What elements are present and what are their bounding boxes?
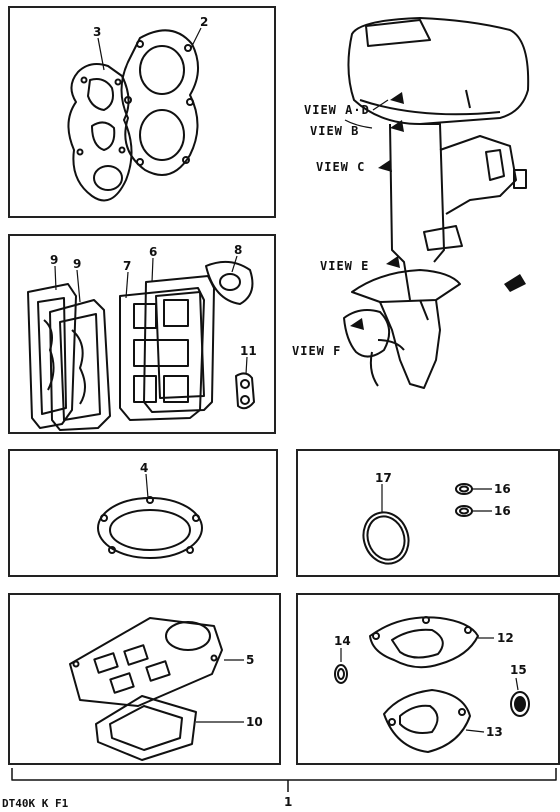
view-label-b: VIEW B bbox=[310, 124, 359, 138]
cylinder-gasket-drawing bbox=[67, 63, 133, 202]
part-label-1: 1 bbox=[284, 795, 292, 809]
view-label-c: VIEW C bbox=[316, 160, 365, 174]
part-label-6: 6 bbox=[149, 245, 157, 259]
pump-gasket-12-drawing bbox=[369, 616, 479, 669]
cover-gasket-5-drawing bbox=[69, 617, 223, 707]
part-label-11: 11 bbox=[240, 344, 257, 358]
part-label-16a: 16 bbox=[494, 482, 511, 496]
part-label-8: 8 bbox=[234, 243, 242, 257]
o-ring-17-drawing bbox=[362, 511, 410, 565]
small-ring-16a-drawing bbox=[455, 483, 473, 495]
exhaust-gasket-9b-drawing bbox=[49, 299, 111, 431]
part-label-7: 7 bbox=[123, 259, 131, 273]
small-gasket-11-drawing bbox=[235, 372, 255, 410]
part-label-15: 15 bbox=[510, 663, 527, 677]
panel-cover-gaskets bbox=[8, 593, 281, 765]
view-label-e: VIEW E bbox=[320, 259, 369, 273]
view-label-a-d: VIEW A·D bbox=[304, 103, 370, 117]
panel-o-rings bbox=[296, 449, 560, 577]
model-code: DT40K K F1 bbox=[2, 797, 69, 810]
part-label-5: 5 bbox=[246, 653, 254, 667]
part-label-2: 2 bbox=[200, 15, 208, 29]
exhaust-gasket-6-drawing bbox=[143, 275, 215, 413]
seal-15-drawing bbox=[510, 691, 530, 717]
part-label-17: 17 bbox=[375, 471, 392, 485]
cylinder-head-gasket-drawing bbox=[120, 29, 199, 176]
part-label-13: 13 bbox=[486, 725, 503, 739]
view-label-f: VIEW F bbox=[292, 344, 341, 358]
seal-14-drawing bbox=[334, 664, 348, 684]
part-label-12: 12 bbox=[497, 631, 514, 645]
part-label-14: 14 bbox=[334, 634, 351, 648]
part-label-3: 3 bbox=[93, 25, 101, 39]
exhaust-gasket-7-drawing bbox=[119, 287, 205, 421]
small-gasket-8-drawing bbox=[205, 260, 254, 305]
part-label-9b: 9 bbox=[73, 257, 81, 271]
pump-gasket-13-drawing bbox=[383, 689, 471, 753]
round-gasket-4-drawing bbox=[97, 496, 203, 559]
small-ring-16b-drawing bbox=[455, 505, 473, 517]
view-arrows bbox=[350, 92, 526, 330]
outboard-motor-drawing bbox=[343, 17, 530, 389]
part-label-16b: 16 bbox=[494, 504, 511, 518]
part-label-9a: 9 bbox=[50, 253, 58, 267]
cover-gasket-10-drawing bbox=[95, 695, 197, 761]
part-label-4: 4 bbox=[140, 461, 148, 475]
panel-round-gasket bbox=[8, 449, 278, 577]
part-label-10: 10 bbox=[246, 715, 263, 729]
